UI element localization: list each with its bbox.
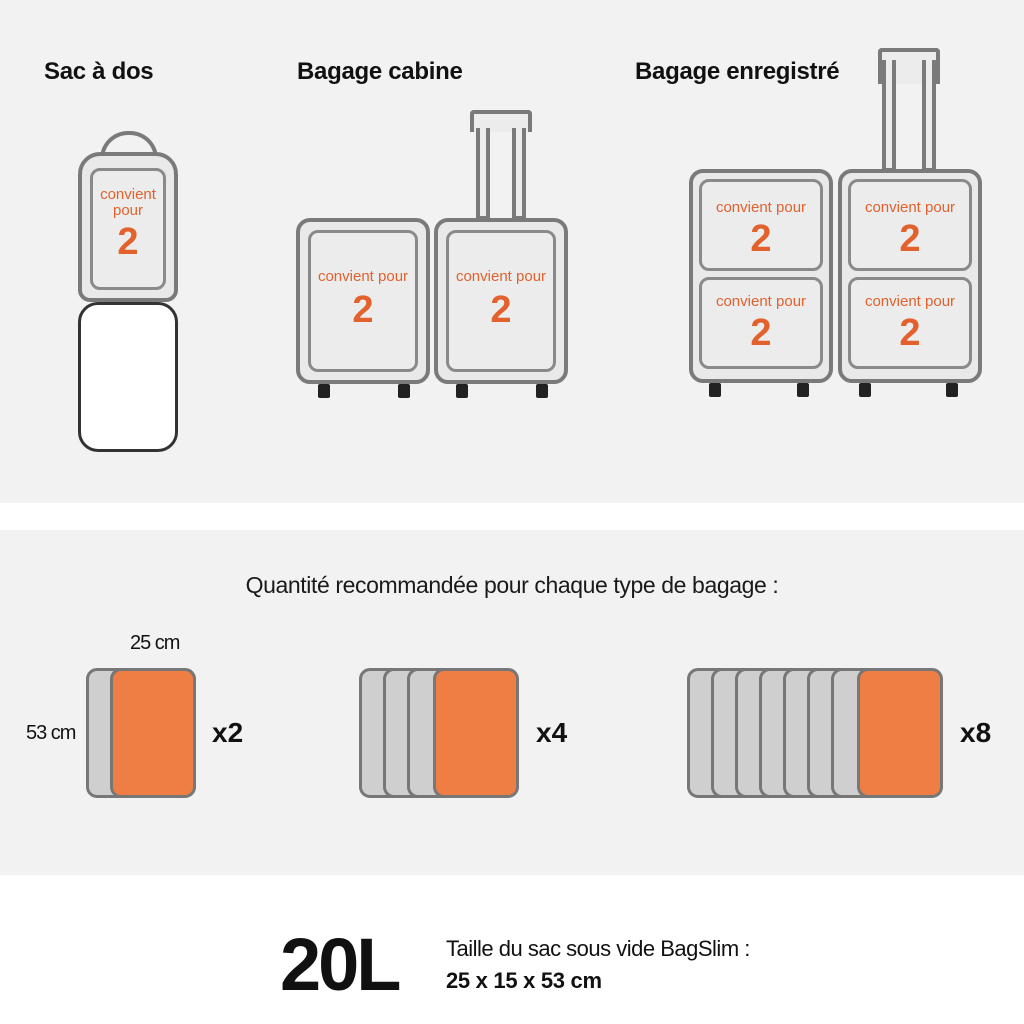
checked-fit-panel: convient pour 2 xyxy=(848,277,972,369)
fits-text: convient pour xyxy=(455,268,547,285)
fits-text: convient pour xyxy=(715,199,807,216)
volume-label: 20L xyxy=(280,923,402,1006)
fits-text: convient xyxy=(100,186,156,203)
fits-text: convient pour xyxy=(317,268,409,285)
multiplier-x8: x8 xyxy=(960,717,992,748)
fits-text: pour xyxy=(112,202,144,219)
fits-count: 2 xyxy=(490,289,512,331)
wheel xyxy=(797,383,809,397)
cabin-case: convient pour 2 xyxy=(296,218,430,384)
vacuum-bag-front xyxy=(857,668,943,798)
checked-fit-panel: convient pour 2 xyxy=(699,179,823,271)
wheel xyxy=(859,383,871,397)
cabin-handle-pole xyxy=(476,128,490,220)
cabin-case: convient pour 2 xyxy=(434,218,568,384)
wheel xyxy=(536,384,548,398)
size-label: Taille du sac sous vide BagSlim : xyxy=(446,936,750,961)
checked-fit-panel: convient pour 2 xyxy=(848,179,972,271)
bag-width-label: 25 cm xyxy=(130,632,180,654)
recommendation-heading: Quantité recommandée pour chaque type de… xyxy=(245,572,779,598)
cabin-handle-top xyxy=(470,110,532,132)
checked-handle-pole xyxy=(882,60,896,172)
fits-count: 2 xyxy=(750,218,772,260)
fits-count: 2 xyxy=(899,312,921,354)
wheel xyxy=(456,384,468,398)
wheel xyxy=(946,383,958,397)
wheel xyxy=(318,384,330,398)
multiplier-x2: x2 xyxy=(212,717,244,748)
checked-fit-panel: convient pour 2 xyxy=(699,277,823,369)
fits-count: 2 xyxy=(899,218,921,260)
backpack-title: Sac à dos xyxy=(44,58,154,85)
backpack-fit-panel: convient pour 2 xyxy=(90,168,166,290)
vacuum-bag-front xyxy=(433,668,519,798)
fits-text: convient pour xyxy=(715,293,807,310)
wheel xyxy=(709,383,721,397)
backpack-handle xyxy=(100,131,158,171)
fits-count: 2 xyxy=(352,289,374,331)
backpack-bottom-compartment xyxy=(78,302,178,452)
bag-height-label: 53 cm xyxy=(26,722,76,744)
checked-case: convient pour 2 convient pour 2 xyxy=(838,169,982,383)
fits-text: convient pour xyxy=(864,199,956,216)
cabin-fit-panel: convient pour 2 xyxy=(308,230,418,372)
checked-title: Bagage enregistré xyxy=(635,58,840,85)
fits-text: convient pour xyxy=(864,293,956,310)
vacuum-bag-front xyxy=(110,668,196,798)
backpack-top-case: convient pour 2 xyxy=(78,152,178,302)
size-value: 25 x 15 x 53 cm xyxy=(446,968,602,993)
checked-handle-pole xyxy=(922,60,936,172)
fits-count: 2 xyxy=(750,312,772,354)
multiplier-x4: x4 xyxy=(536,717,568,748)
cabin-handle-pole xyxy=(512,128,526,220)
cabin-title: Bagage cabine xyxy=(297,58,463,85)
wheel xyxy=(398,384,410,398)
cabin-fit-panel: convient pour 2 xyxy=(446,230,556,372)
fits-count: 2 xyxy=(117,221,139,263)
checked-case: convient pour 2 convient pour 2 xyxy=(689,169,833,383)
